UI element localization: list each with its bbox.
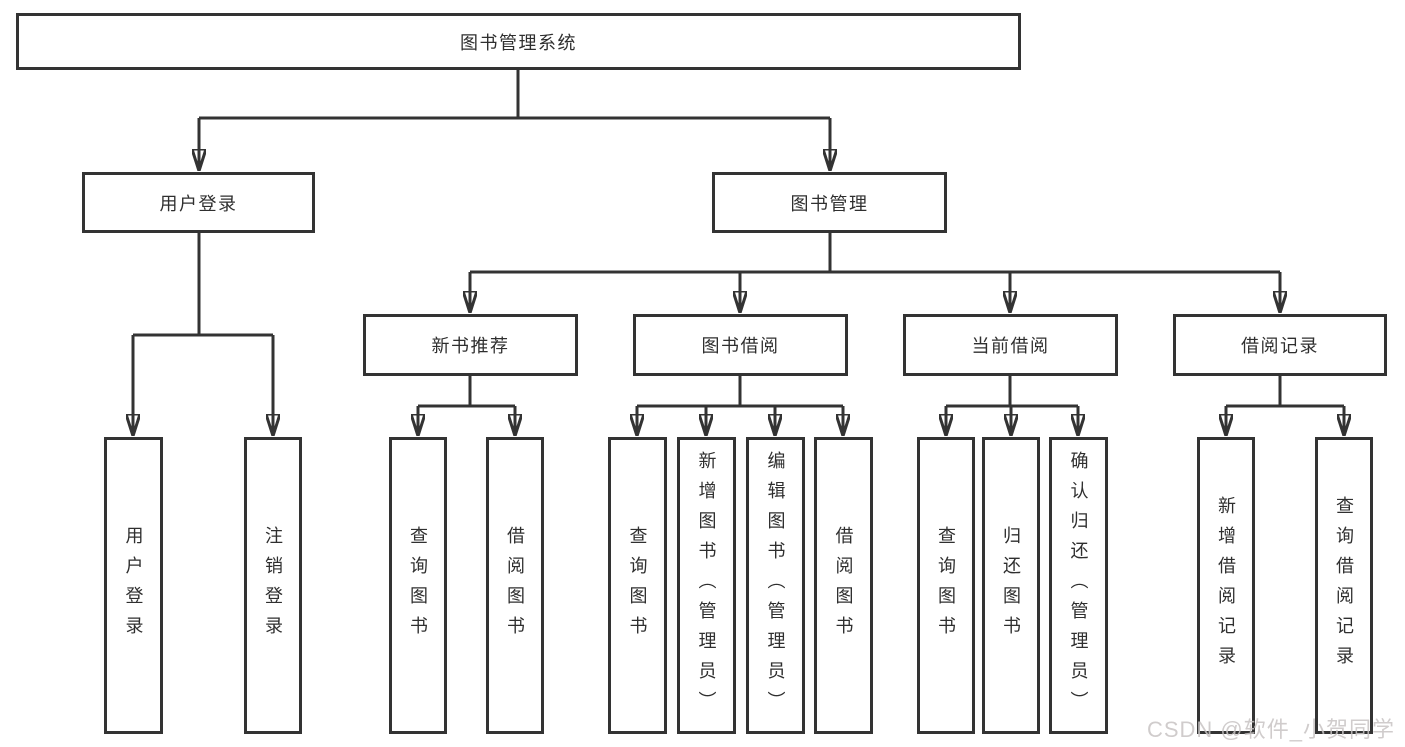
leaf-logout: 注销登录: [244, 437, 302, 734]
leaf-query-books-borrowing: 查询图书: [608, 437, 667, 734]
leaf-edit-book-admin: 编辑图书（管理员）: [746, 437, 805, 734]
leaf-borrow-books: 借阅图书: [814, 437, 873, 734]
node-borrow-records: 借阅记录: [1173, 314, 1387, 376]
node-book-borrowing: 图书借阅: [633, 314, 848, 376]
leaf-borrow-books-recommend: 借阅图书: [486, 437, 544, 734]
leaf-add-borrow-record: 新增借阅记录: [1197, 437, 1255, 734]
leaf-confirm-return-admin: 确认归还（管理员）: [1049, 437, 1108, 734]
node-current-borrowing: 当前借阅: [903, 314, 1118, 376]
leaf-add-book-admin: 新增图书（管理员）: [677, 437, 736, 734]
leaf-query-books-recommend: 查询图书: [389, 437, 447, 734]
node-book-management: 图书管理: [712, 172, 947, 233]
csdn-watermark: CSDN @软件_小贺同学: [1146, 717, 1395, 742]
leaf-query-borrow-record: 查询借阅记录: [1315, 437, 1373, 734]
leaf-query-books-current: 查询图书: [917, 437, 975, 734]
node-root: 图书管理系统: [16, 13, 1021, 70]
leaf-user-login: 用户登录: [104, 437, 163, 734]
leaf-return-book: 归还图书: [982, 437, 1040, 734]
node-user-login: 用户登录: [82, 172, 315, 233]
node-new-book-recommend: 新书推荐: [363, 314, 578, 376]
